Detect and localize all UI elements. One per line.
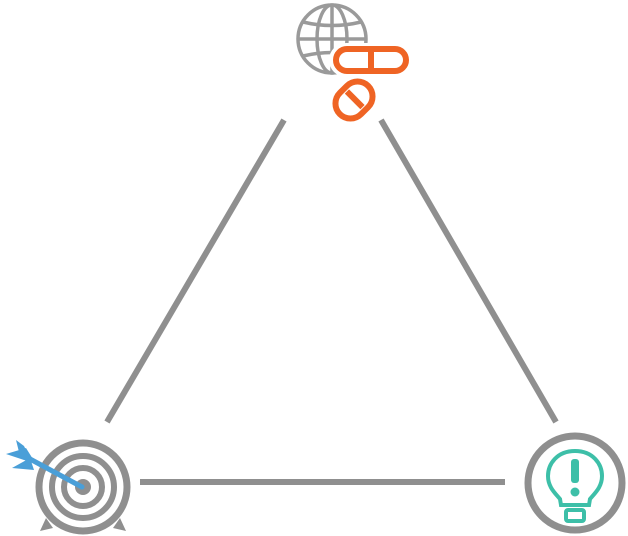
- dart-icon: [6, 440, 85, 490]
- edge-top-to-bottom-left: [104, 118, 287, 424]
- node-bottom-left: [6, 439, 131, 535]
- edges: [104, 118, 559, 485]
- target-stand-left: [40, 518, 53, 531]
- target-stand-right: [113, 518, 126, 531]
- node-bottom-right: [524, 432, 626, 534]
- capsule-icon: [329, 43, 413, 122]
- bulb-badge-ring: [524, 432, 626, 534]
- exclamation-icon: [570, 459, 580, 497]
- lightbulb-icon: [545, 448, 605, 523]
- node-top: [296, 3, 413, 122]
- edge-top-to-bottom-right: [378, 118, 559, 424]
